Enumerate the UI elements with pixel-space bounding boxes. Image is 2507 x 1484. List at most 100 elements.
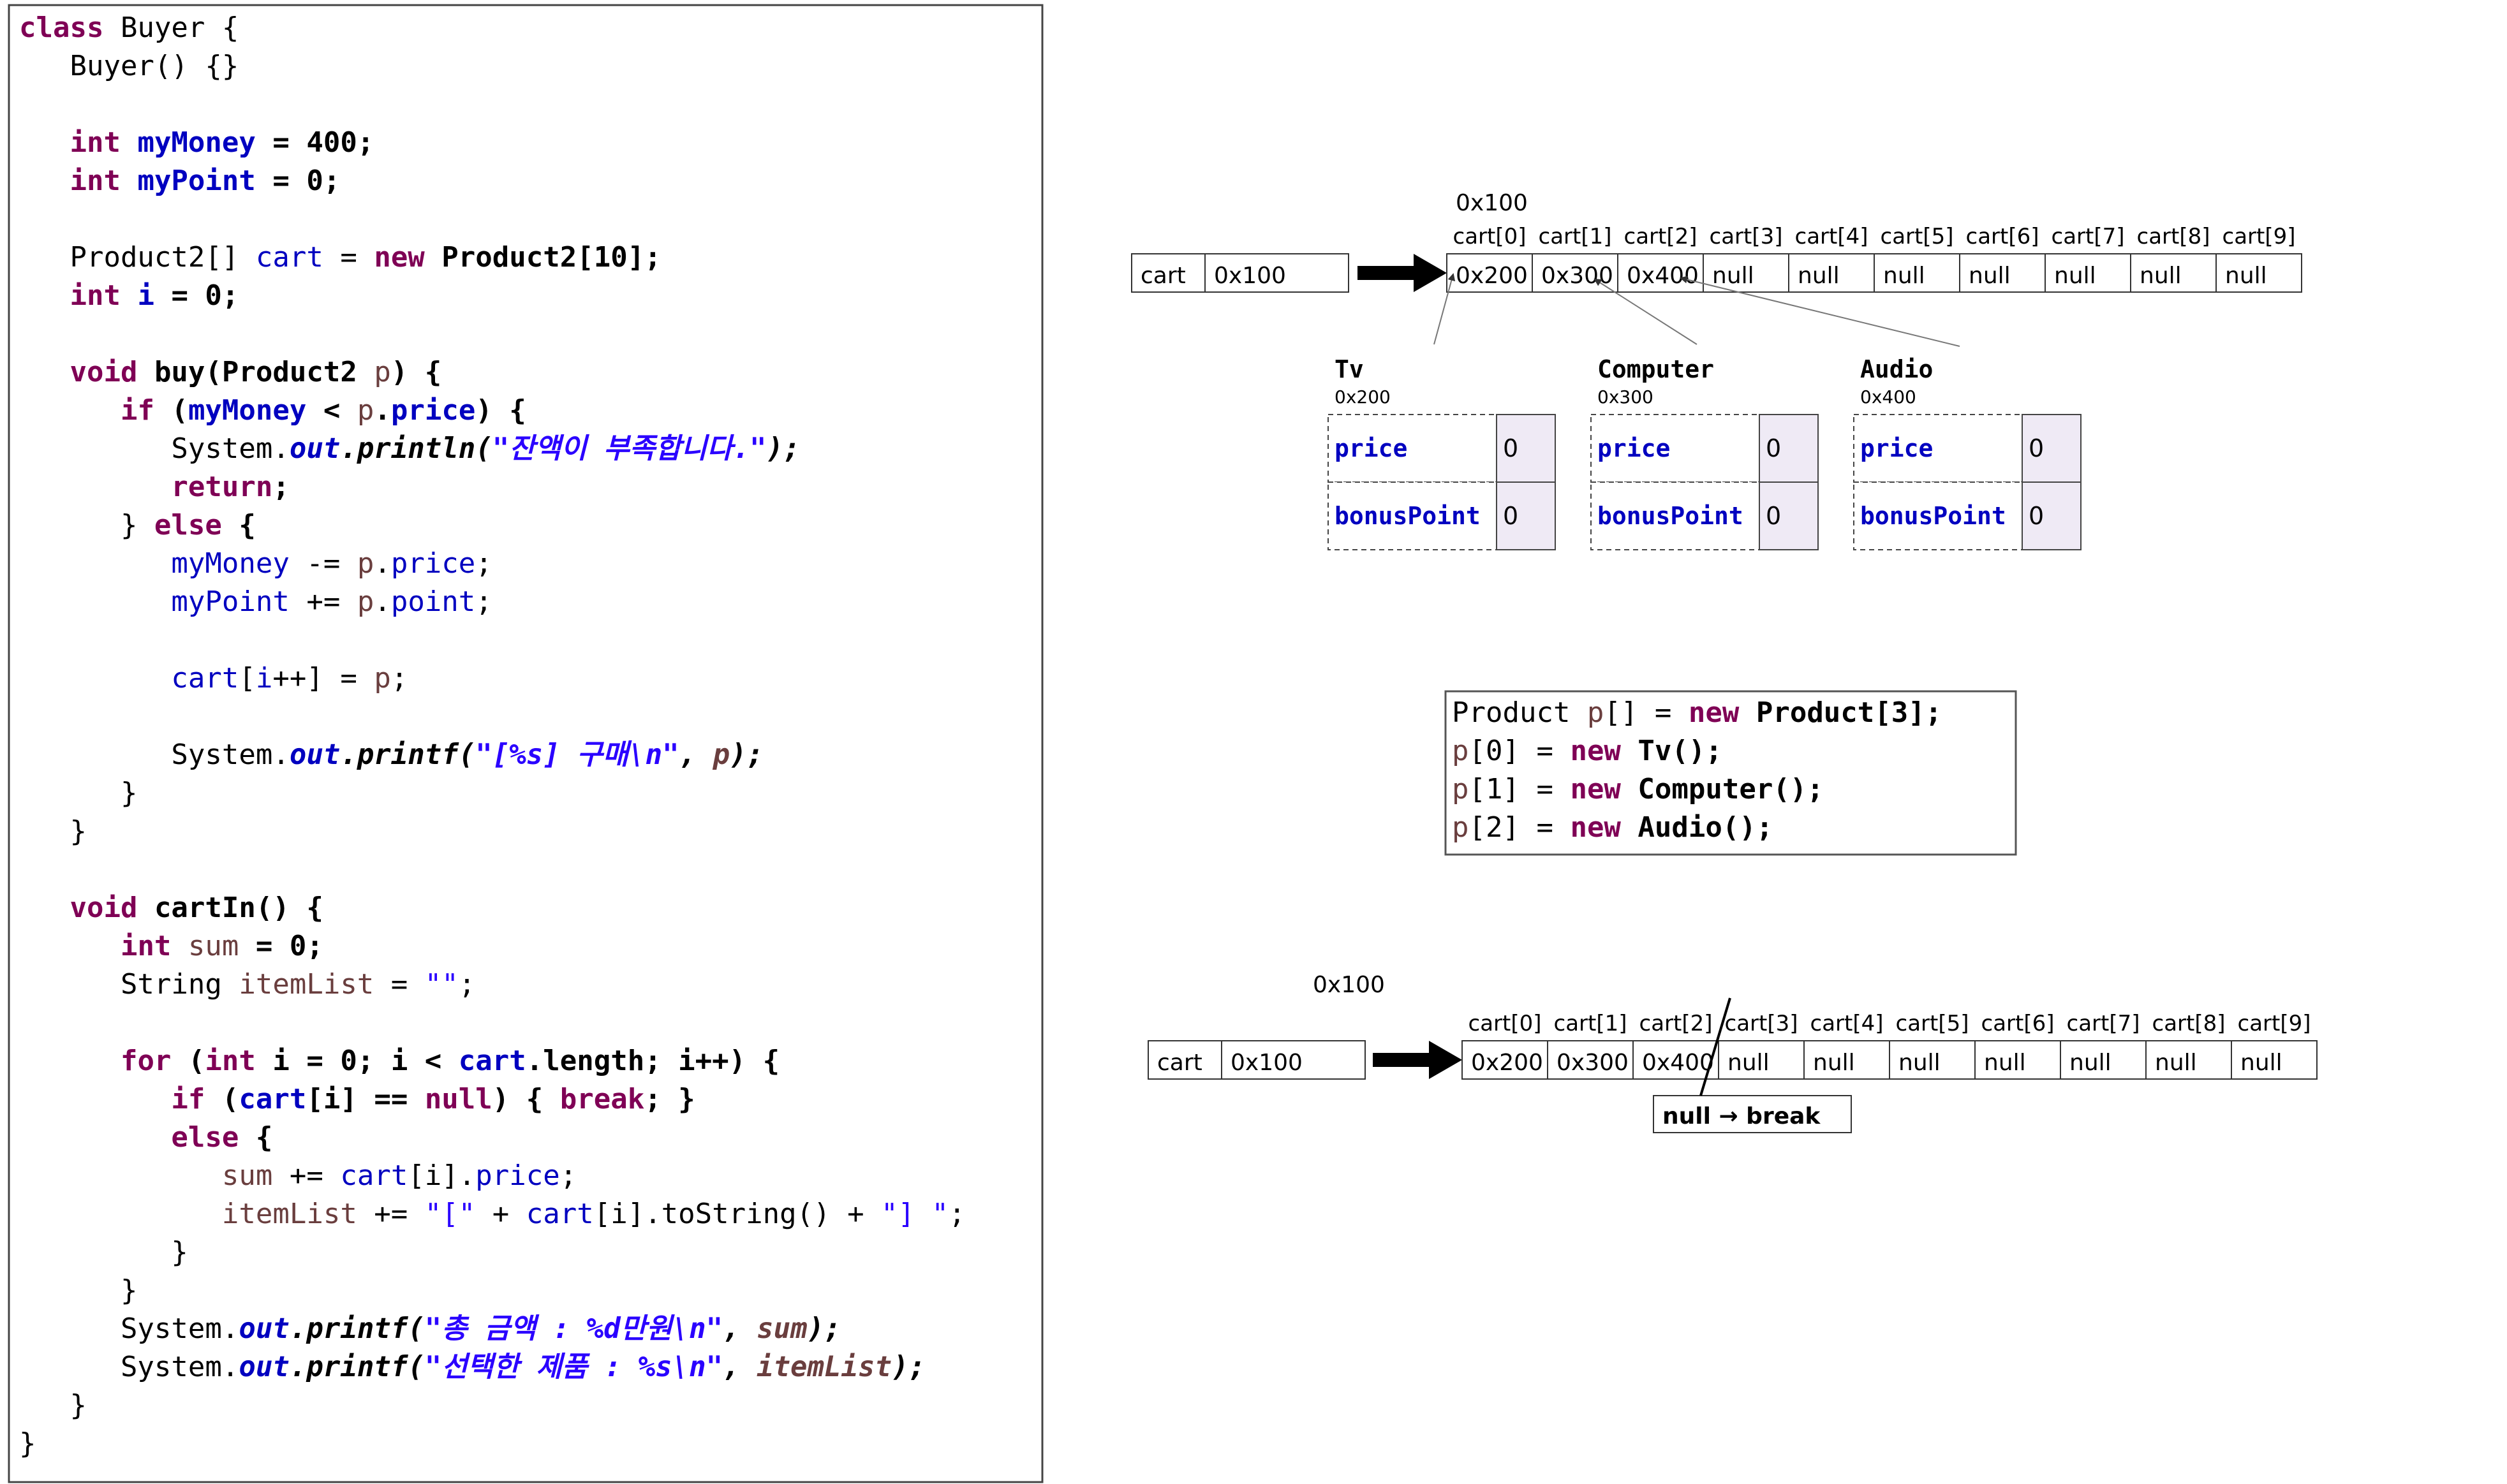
- top-array-cell: [1874, 253, 1960, 293]
- code-token: [19, 356, 70, 388]
- code-token: ) {: [475, 394, 526, 427]
- code-line: } else {: [19, 509, 256, 541]
- snippet-token: p: [1587, 696, 1604, 729]
- code-line: System.out.printf("총 금액 : %d만원\n", sum);: [19, 1312, 841, 1345]
- code-token: );: [892, 1351, 926, 1383]
- code-token: ,: [723, 1312, 757, 1345]
- top-array-index-label: cart[1]: [1539, 224, 1612, 249]
- code-token: ) {: [492, 1083, 560, 1115]
- code-token: }: [19, 815, 87, 848]
- top-array-index-label: cart[8]: [2137, 224, 2210, 249]
- object-field-value: 0: [2029, 502, 2044, 530]
- code-token: {: [239, 509, 256, 541]
- object-field-name-cell: [1327, 481, 1497, 550]
- code-token: =: [323, 241, 374, 274]
- object-field-value-cell: [1496, 481, 1556, 550]
- code-line: if (cart[i] == null) { break; }: [19, 1083, 695, 1115]
- code-token: price: [475, 1159, 559, 1192]
- code-token: Product2[]: [19, 241, 256, 274]
- top-array-cell-value: null: [1883, 263, 1925, 289]
- code-token: new: [374, 241, 441, 274]
- top-array-index-label: cart[6]: [1966, 224, 2039, 249]
- top-array-cell: [2045, 253, 2131, 293]
- code-token: [19, 930, 121, 962]
- code-token: ;: [475, 585, 492, 618]
- code-token: );: [730, 738, 764, 771]
- code-token: [19, 1159, 222, 1192]
- top-array-index-label: cart[0]: [1453, 224, 1527, 249]
- code-token: price: [391, 394, 475, 427]
- code-token: int: [70, 165, 137, 197]
- code-token: = 0;: [239, 930, 323, 962]
- code-token: return: [171, 471, 272, 503]
- top-array-index-label: cart[9]: [2222, 224, 2296, 249]
- code-token: {: [256, 1121, 273, 1154]
- code-token: "[": [425, 1198, 475, 1230]
- code-token: .length; i++) {: [526, 1045, 780, 1077]
- code-token: class: [19, 11, 121, 44]
- code-token: out: [290, 738, 340, 771]
- object-field-name-cell: [1327, 414, 1497, 483]
- code-line: }: [19, 1236, 188, 1268]
- snippet-code: Product p[] = new Product[3];p[0] = new …: [1452, 696, 1942, 844]
- code-line: int i = 0;: [19, 279, 239, 312]
- code-token: .printf(: [340, 738, 475, 771]
- code-token: ) {: [391, 356, 441, 388]
- code-token: ++] =: [272, 662, 374, 694]
- object-field-value-cell: [1496, 414, 1556, 483]
- bottom-array-pointer-arrow-shaft: [1373, 1053, 1430, 1067]
- code-token: System.: [19, 738, 290, 771]
- object-class-name: Audio: [1860, 355, 1933, 383]
- bottom-array-index-label: cart[6]: [1981, 1011, 2055, 1036]
- code-token: = 0;: [154, 279, 239, 312]
- code-token: ,: [723, 1351, 757, 1383]
- code-token: cartIn() {: [154, 892, 323, 924]
- object-field-name-cell: [1853, 481, 2023, 550]
- code-token: [19, 165, 70, 197]
- code-line: Buyer() {}: [19, 50, 239, 82]
- top-array-cell: [1532, 253, 1618, 293]
- code-token: );: [767, 432, 801, 465]
- code-token: p: [357, 547, 374, 580]
- code-token: cart: [526, 1198, 594, 1230]
- snippet-line: p[1] = new Computer();: [1452, 773, 1824, 805]
- snippet-token: [1] =: [1469, 773, 1571, 805]
- code-token: [19, 126, 70, 159]
- code-token: }: [19, 509, 154, 541]
- top-array-cell: [1703, 253, 1789, 293]
- code-token: [i].: [408, 1159, 475, 1192]
- code-token: +=: [290, 585, 357, 618]
- code-token: .println(: [340, 432, 492, 465]
- top-array-cell-value: 0x200: [1456, 263, 1528, 289]
- code-line: return;: [19, 471, 290, 503]
- bottom-array-cell: [1889, 1040, 1976, 1080]
- code-token: .: [374, 585, 391, 618]
- object-field-name-cell: [1590, 481, 1760, 550]
- code-token: [19, 1045, 121, 1077]
- code-token: = 400;: [256, 126, 374, 159]
- code-token: "[%s] 구매\n": [475, 738, 679, 771]
- code-token: p: [374, 356, 391, 388]
- snippet-line: p[2] = new Audio();: [1452, 811, 1773, 844]
- code-token: cart: [459, 1045, 526, 1077]
- code-line: }: [19, 1427, 36, 1460]
- code-token: p: [357, 394, 374, 427]
- snippet-token: p: [1452, 735, 1469, 767]
- code-token: myMoney: [137, 126, 255, 159]
- code-token: int: [70, 279, 137, 312]
- top-array-cell-value: null: [2140, 263, 2182, 289]
- code-token: out: [239, 1312, 289, 1345]
- snippet-token: new: [1570, 811, 1638, 844]
- code-token: ;: [475, 547, 492, 580]
- code-token: }: [19, 1274, 137, 1307]
- code-token: int: [121, 930, 188, 962]
- code-token: +: [475, 1198, 526, 1230]
- code-token: [19, 1083, 171, 1115]
- bottom-array-index-label: cart[0]: [1468, 1011, 1542, 1036]
- code-token: Buyer() {}: [19, 50, 239, 82]
- code-token: null: [425, 1083, 492, 1115]
- code-token: String: [19, 968, 239, 1001]
